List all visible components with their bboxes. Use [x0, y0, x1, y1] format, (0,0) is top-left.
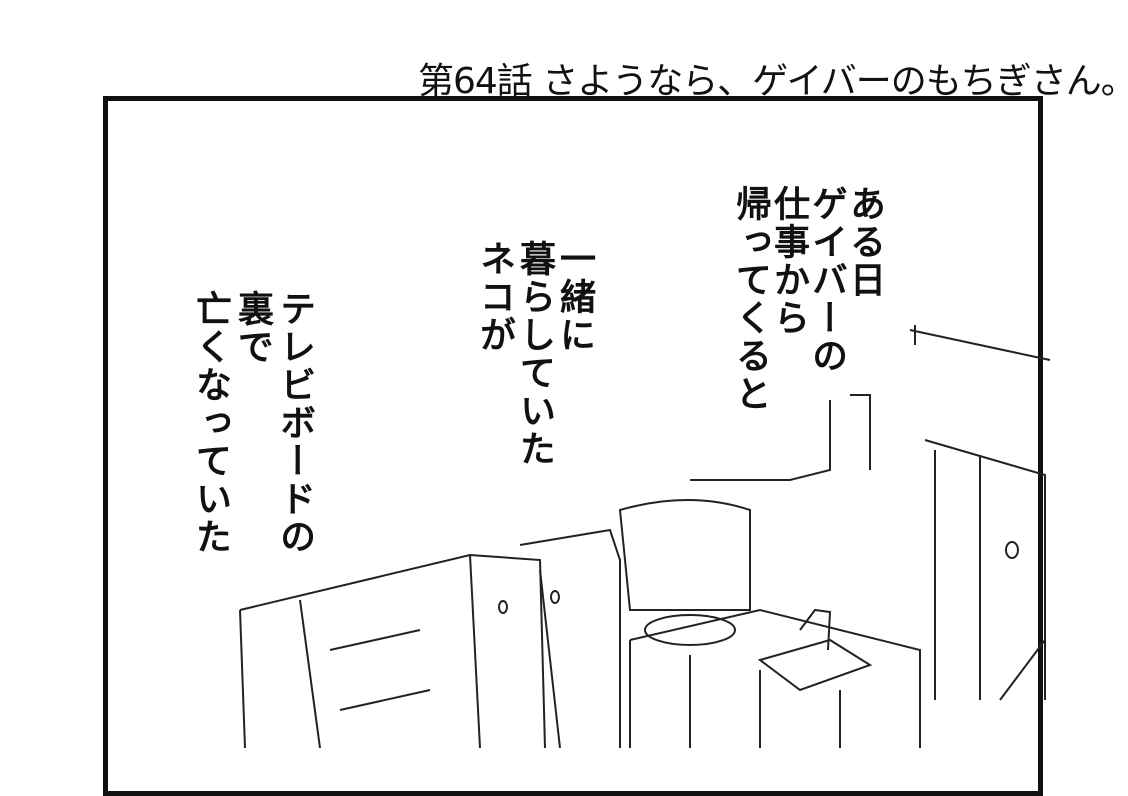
- narration-3-line-3: 亡くなっていた: [190, 290, 231, 556]
- narration-2-line-1: 一緒に: [554, 240, 595, 354]
- narration-1-line-2: ゲイバーの: [806, 185, 847, 375]
- narration-1-line-3: 仕事から: [768, 185, 809, 337]
- narration-1-line-1: ある日: [844, 185, 885, 299]
- narration-2-line-2: 暮らしていた: [514, 240, 555, 468]
- room-illustration: [239, 325, 1051, 748]
- narration-2-line-3: ネコが: [474, 240, 515, 354]
- chapter-title: 第64話 さようなら、ゲイバーのもちぎさん。: [418, 61, 1128, 102]
- narration-1-line-4: 帰ってくると: [730, 185, 771, 413]
- narration-3-line-1: テレビボードの: [274, 290, 315, 556]
- narration-3-line-2: 裏で: [232, 290, 273, 366]
